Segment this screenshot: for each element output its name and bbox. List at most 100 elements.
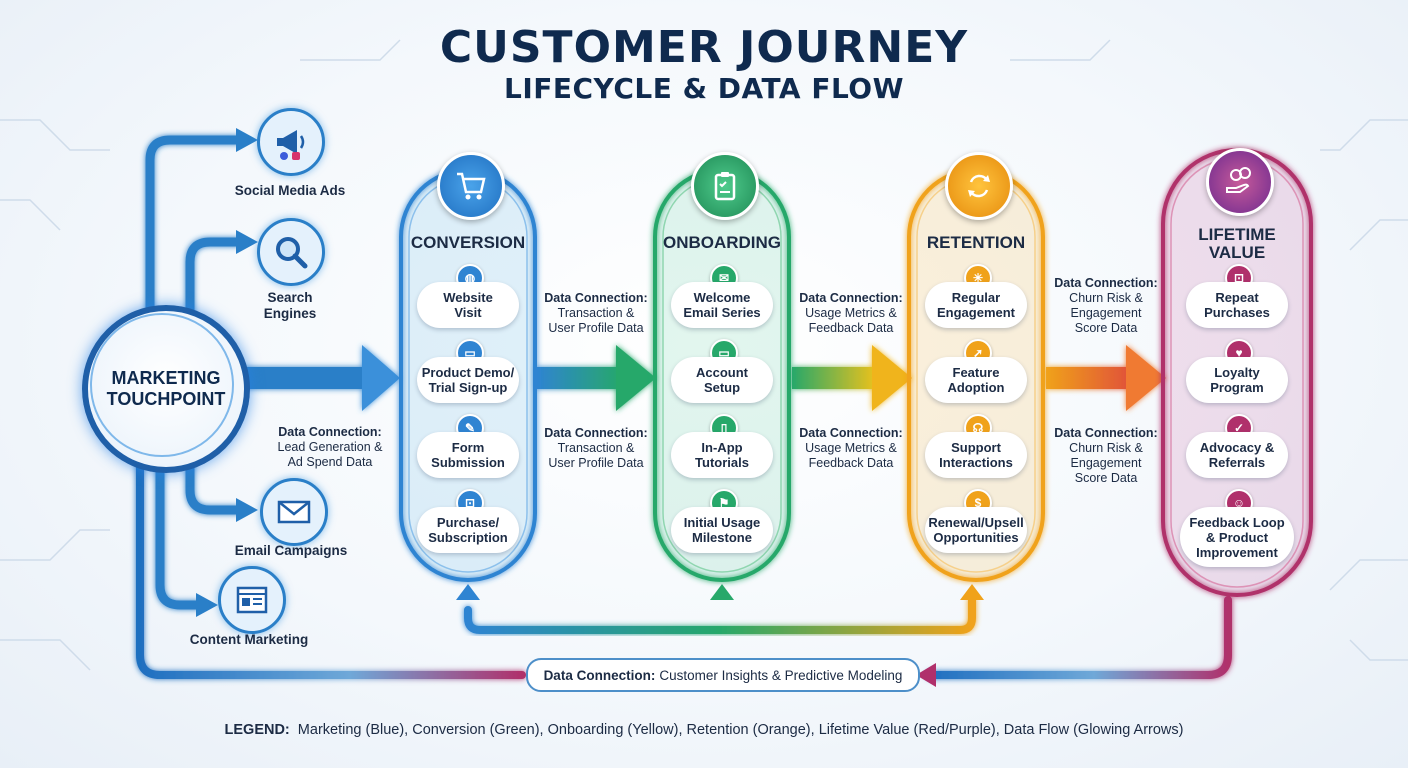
- clipboard-icon: [691, 152, 759, 220]
- circuit-decoration: [0, 39, 1408, 671]
- page-title: CUSTOMER JOURNEY: [439, 22, 969, 73]
- channel-branches: [145, 135, 243, 610]
- step-line1: Product Demo/: [421, 365, 515, 380]
- stage-title-lifetime-value: LIFETIME VALUE: [1163, 226, 1311, 262]
- step-line1: In-App: [701, 440, 743, 455]
- step-product-demo: Product Demo/Trial Sign-up: [417, 357, 519, 403]
- connection-line2: Engagement: [1070, 456, 1142, 470]
- stage-title-line1: LIFETIME: [1198, 225, 1276, 244]
- channel-label-social-media-ads: Social Media Ads: [234, 183, 346, 198]
- connection-line2: Feedback Data: [808, 321, 894, 335]
- marketing-touchpoint-hub: MARKETING TOUCHPOINT: [82, 305, 250, 473]
- step-line2: Engagement: [936, 305, 1015, 320]
- legend-label: LEGEND:: [224, 722, 290, 738]
- hub-label-line1: MARKETING: [111, 368, 221, 388]
- data-connection-conversion-top: Data Connection: Transaction & User Prof…: [536, 291, 656, 336]
- step-line2: Trial Sign-up: [428, 380, 508, 395]
- connection-line1: Churn Risk &: [1069, 441, 1143, 455]
- step-line1: Support: [951, 440, 1001, 455]
- return-loop: [136, 451, 1232, 679]
- step-purchase-subscription: Purchase/Subscription: [417, 507, 519, 553]
- step-line2: Setup: [703, 380, 741, 395]
- step-line1: Form: [451, 440, 485, 455]
- data-connection-onboarding-top: Data Connection: Usage Metrics & Feedbac…: [791, 291, 911, 336]
- legend: LEGEND: Marketing (Blue), Conversion (Gr…: [0, 722, 1408, 738]
- channel-label-content-marketing: Content Marketing: [189, 632, 309, 647]
- step-line2: Purchases: [1204, 305, 1270, 320]
- step-line2: & Product: [1205, 529, 1269, 545]
- step-line2: Subscription: [428, 530, 508, 545]
- connection-line3: Score Data: [1074, 321, 1138, 335]
- hand-coins-icon: [1206, 148, 1274, 216]
- connection-line3: Score Data: [1074, 471, 1138, 485]
- step-line2: Milestone: [692, 530, 752, 545]
- stage-title-onboarding: ONBOARDING: [662, 233, 782, 252]
- bottom-connection-text: Customer Insights & Predictive Modeling: [659, 667, 903, 683]
- step-line2: Interactions: [939, 455, 1013, 470]
- step-line1: Repeat: [1215, 290, 1259, 305]
- lead-connection-prefix: Data Connection:: [278, 425, 382, 439]
- step-line1: Advocacy &: [1199, 440, 1275, 455]
- channel-label-search-engines-text: Search Engines: [263, 290, 317, 321]
- connection-prefix: Data Connection:: [1054, 426, 1158, 440]
- channel-label-search-engines: Search Engines: [215, 290, 365, 322]
- envelope-icon: [260, 478, 328, 546]
- step-line1: Feature: [952, 365, 1000, 380]
- step-line2: Program: [1210, 380, 1264, 395]
- loop-arrowheads: [456, 584, 984, 600]
- connection-prefix: Data Connection:: [544, 291, 648, 305]
- data-connection-retention-bottom: Data Connection: Churn Risk & Engagement…: [1046, 426, 1166, 486]
- step-line2: Tutorials: [695, 455, 749, 470]
- connection-line1: Usage Metrics &: [805, 306, 897, 320]
- step-line1: Welcome: [693, 290, 751, 305]
- step-line1: Account: [696, 365, 748, 380]
- step-line2: Referrals: [1208, 455, 1266, 470]
- lead-connection-line1: Lead Generation &: [277, 440, 383, 454]
- stage-title-line2: VALUE: [1208, 243, 1266, 262]
- connection-prefix: Data Connection:: [1054, 276, 1158, 290]
- step-line1: Feedback Loop: [1189, 514, 1285, 530]
- step-line1: Initial Usage: [683, 515, 761, 530]
- step-line3: Improvement: [1196, 544, 1278, 560]
- return-arrowhead: [916, 663, 936, 687]
- shopping-cart-icon: [437, 152, 505, 220]
- stage-title-retention: RETENTION: [926, 233, 1026, 252]
- step-advocacy-referrals: Advocacy &Referrals: [1186, 432, 1288, 478]
- step-line1: Purchase/: [436, 515, 500, 530]
- lead-data-connection-label: Data Connection: Lead Generation & Ad Sp…: [270, 425, 390, 470]
- connection-line1: Transaction &: [557, 441, 635, 455]
- connection-line2: Feedback Data: [808, 456, 894, 470]
- step-line2: Opportunities: [933, 530, 1019, 545]
- magnifier-icon: [257, 218, 325, 286]
- data-connection-onboarding-bottom: Data Connection: Usage Metrics & Feedbac…: [791, 426, 911, 471]
- channel-label-email-campaigns: Email Campaigns: [234, 543, 348, 558]
- step-line1: Loyalty: [1214, 365, 1260, 380]
- webpage-icon: [218, 566, 286, 634]
- data-connection-retention-top: Data Connection: Churn Risk & Engagement…: [1046, 276, 1166, 336]
- lead-connection-line2: Ad Spend Data: [287, 455, 373, 469]
- stage-feedback-loop: [464, 596, 976, 634]
- connection-prefix: Data Connection:: [799, 291, 903, 305]
- step-line1: Renewal/Upsell: [928, 515, 1024, 530]
- hub-label-line2: TOUCHPOINT: [106, 389, 226, 409]
- step-line2: Visit: [454, 305, 482, 320]
- connection-line2: User Profile Data: [548, 456, 644, 470]
- connection-line1: Churn Risk &: [1069, 291, 1143, 305]
- connection-prefix: Data Connection:: [544, 426, 648, 440]
- customer-insights-connection: Data Connection: Customer Insights & Pre…: [526, 658, 920, 692]
- hub-to-conversion-arrow: [236, 345, 400, 411]
